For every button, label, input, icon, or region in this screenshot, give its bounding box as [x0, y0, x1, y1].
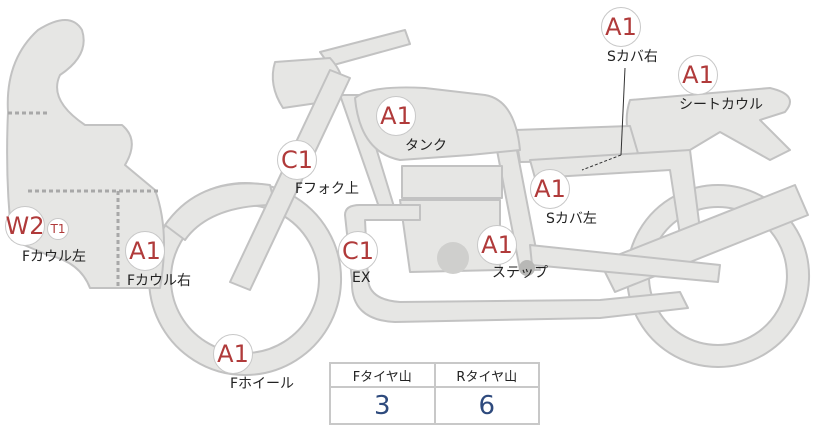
leader-line-s-cover-right-dash [581, 154, 622, 171]
rear-tire-header: Rタイヤ山 [433, 362, 540, 388]
front-fork [229, 69, 351, 291]
front-cowl [6, 19, 165, 289]
rear-tire-value: 6 [433, 386, 540, 425]
label-f-cowl-left: Fカウル左 [22, 249, 87, 265]
tire-tread-table: Fタイヤ山 Rタイヤ山 3 6 [329, 362, 540, 425]
front-tire-header: Fタイヤ山 [329, 362, 436, 388]
label-f-wheel: Fホイール [230, 376, 295, 392]
engine-cover [437, 242, 469, 274]
exhaust-pipe [344, 204, 689, 323]
label-s-cover-left: Sカバ左 [546, 211, 597, 227]
grade-badge-tank: A1 [376, 96, 416, 136]
label-seat-cowl: シートカウル [679, 97, 763, 113]
grade-badge-f-cowl-left: W2 [5, 206, 45, 246]
label-f-fork-upper: Fフォク上 [295, 181, 360, 197]
grade-badge-exhaust: C1 [338, 231, 378, 271]
grade-badge-f-cowl-left-extra: T1 [47, 218, 69, 240]
grade-badge-f-wheel: A1 [213, 334, 253, 374]
grade-badge-s-cover-left: A1 [530, 169, 570, 209]
grade-badge-f-fork-upper: C1 [277, 140, 317, 180]
footpeg [519, 260, 535, 276]
leader-line-s-cover-right [620, 67, 626, 156]
front-tire-value: 3 [329, 386, 436, 425]
engine [399, 199, 501, 273]
label-s-cover-right: Sカバ右 [607, 49, 658, 65]
label-f-cowl-right: Fカウル右 [127, 273, 192, 289]
seat-cowl [625, 87, 791, 161]
label-tank: タンク [405, 138, 447, 154]
swingarm [529, 244, 721, 283]
label-exhaust: EX [352, 270, 371, 286]
grade-badge-seat-cowl: A1 [678, 55, 718, 95]
label-step: ステップ [492, 265, 548, 281]
grade-badge-s-cover-right: A1 [601, 7, 641, 47]
engine-head [401, 165, 503, 199]
grade-badge-step: A1 [477, 225, 517, 265]
grade-badge-f-cowl-right: A1 [125, 231, 165, 271]
